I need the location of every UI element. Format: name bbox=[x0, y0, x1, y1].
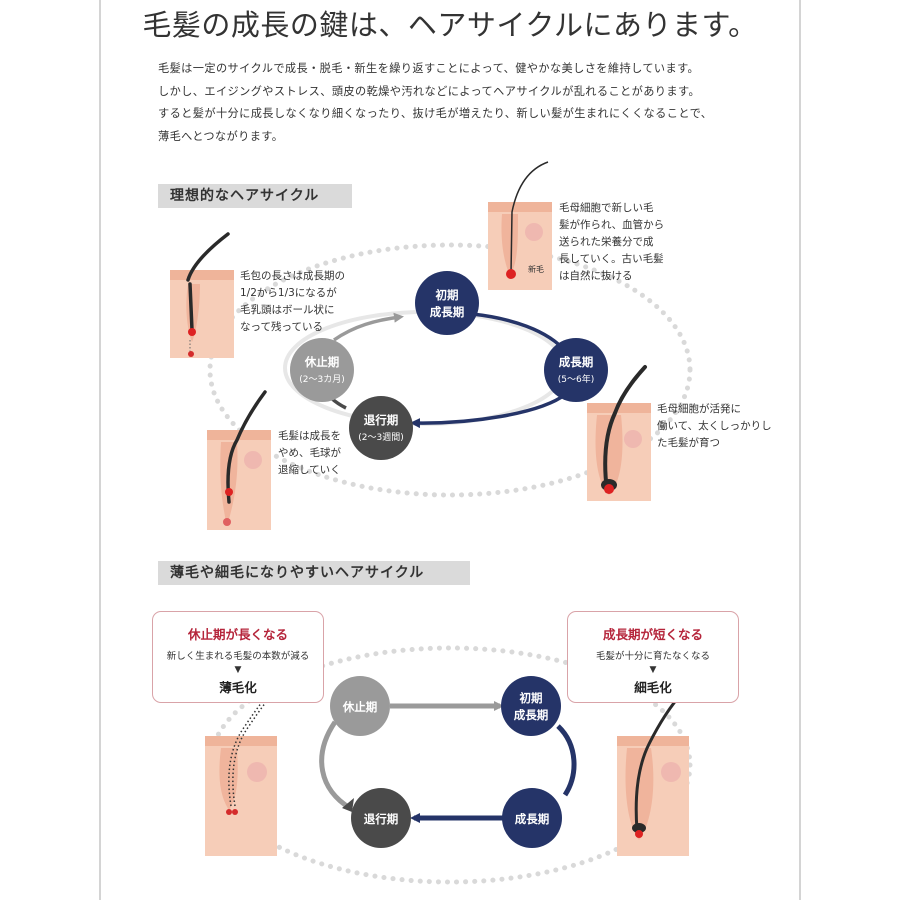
growth-phase-note: 毛母細胞が活発に 働いて、太くしっかりし た毛髪が育つ bbox=[657, 401, 772, 452]
note-line: た毛髪が育つ bbox=[657, 437, 720, 449]
note-line: 長していく。古い毛髪 bbox=[559, 253, 664, 265]
problem-arrow-regression-to-rest bbox=[319, 720, 352, 811]
note-line: 毛乳頭はボール状に bbox=[240, 304, 335, 316]
problem-stage-early-line1: 初期 bbox=[520, 691, 543, 705]
note-line: 1/2から1/3になるが bbox=[240, 287, 337, 299]
problem-stage-rest: 休止期 bbox=[330, 676, 390, 736]
problem-arrow-early-to-growth bbox=[556, 724, 577, 797]
callout-rest-longer: 休止期が長くなる 新しく生まれる毛髪の本数が減る ▼ 薄毛化 bbox=[152, 611, 324, 703]
note-line: は自然に抜ける bbox=[559, 270, 633, 282]
problem-stage-regression: 退行期 bbox=[351, 788, 411, 848]
early-phase-note: 毛母細胞で新しい毛 髪が作られ、血管から 送られた栄養分で成 長していく。古い毛… bbox=[559, 200, 664, 285]
problem-cycle-heading: 薄毛や細毛になりやすいヘアサイクル bbox=[158, 561, 470, 585]
intro-line: すると髪が十分に成長しなくなり細くなったり、抜け毛が増えたり、新しい髪が生まれに… bbox=[158, 107, 713, 120]
down-triangle-icon: ▼ bbox=[234, 665, 242, 675]
ideal-stage-early-line2: 成長期 bbox=[430, 305, 465, 319]
ideal-arrow-growth-to-regression bbox=[410, 392, 568, 429]
intro-line: 薄毛へとつながります。 bbox=[158, 129, 284, 143]
hair-follicle-growth-illustration bbox=[587, 365, 651, 501]
problem-arrow-head-dark bbox=[342, 798, 354, 812]
down-triangle-icon: ▼ bbox=[649, 665, 657, 675]
note-line: 毛母細胞で新しい毛 bbox=[559, 202, 654, 214]
problem-cycle-dotted-ring bbox=[207, 645, 693, 885]
problem-stage-regression-label: 退行期 bbox=[364, 812, 399, 826]
note-line: 働いて、太くしっかりし bbox=[657, 420, 772, 432]
page-border-right bbox=[799, 0, 801, 900]
problem-stage-growth-label: 成長期 bbox=[515, 812, 550, 826]
hair-follicle-rest-illustration bbox=[170, 232, 234, 358]
hair-follicle-thinning-illustration bbox=[205, 685, 280, 856]
callout-description: 新しく生まれる毛髪の本数が減る bbox=[166, 651, 310, 662]
ideal-arrow-rest-to-early bbox=[332, 312, 404, 342]
ideal-stage-regression: 退行期 (2〜3週間) bbox=[349, 396, 413, 460]
ideal-stage-growth-line2: (5〜6年) bbox=[558, 373, 594, 385]
note-line: 毛母細胞が活発に bbox=[657, 403, 741, 415]
callout-result: 細毛化 bbox=[634, 680, 672, 695]
ideal-cycle-dotted-ring bbox=[207, 242, 693, 498]
intro-paragraph: 毛髪は一定のサイクルで成長・脱毛・新生を繰り返すことによって、健やかな美しさを維… bbox=[158, 58, 798, 148]
hair-follicle-fine-illustration bbox=[617, 690, 689, 856]
ideal-stage-early-growth: 初期 成長期 bbox=[415, 271, 479, 335]
ideal-stage-early-line1: 初期 bbox=[436, 288, 459, 302]
callout-growth-shorter: 成長期が短くなる 毛髪が十分に育たなくなる ▼ 細毛化 bbox=[567, 611, 739, 703]
note-line: 毛包の長さは成長期の bbox=[240, 270, 345, 282]
callout-description: 毛髪が十分に育たなくなる bbox=[595, 651, 710, 662]
rest-phase-note: 毛包の長さは成長期の 1/2から1/3になるが 毛乳頭はボール状に なって残って… bbox=[240, 268, 345, 336]
ideal-stage-growth-line1: 成長期 bbox=[559, 355, 594, 369]
regression-phase-note: 毛髪は成長を やめ、毛球が 退縮していく bbox=[278, 428, 341, 479]
intro-line: 毛髪は一定のサイクルで成長・脱毛・新生を繰り返すことによって、健やかな美しさを維… bbox=[158, 62, 700, 75]
note-line: やめ、毛球が bbox=[278, 447, 341, 459]
problem-stage-growth: 成長期 bbox=[502, 788, 562, 848]
hair-follicle-regression-illustration bbox=[207, 390, 271, 530]
ideal-stage-rest-line2: (2〜3カ月) bbox=[299, 374, 344, 385]
ideal-cycle-heading: 理想的なヘアサイクル bbox=[158, 184, 352, 208]
note-line: 送られた栄養分で成 bbox=[559, 236, 654, 248]
problem-stage-early-growth: 初期 成長期 bbox=[501, 676, 561, 736]
callout-result: 薄毛化 bbox=[219, 680, 257, 695]
ideal-stage-rest-line1: 休止期 bbox=[304, 355, 340, 369]
new-hair-tag: 新毛 bbox=[528, 264, 544, 274]
intro-line: しかし、エイジングやストレス、頭皮の乾燥や汚れなどによってヘアサイクルが乱れるこ… bbox=[158, 84, 701, 98]
note-line: 髪が作られ、血管から bbox=[559, 219, 665, 231]
page-title: 毛髪の成長の鍵は、ヘアサイクルにあります。 bbox=[142, 8, 758, 42]
callout-title: 休止期が長くなる bbox=[187, 627, 288, 642]
page-border-left bbox=[99, 0, 101, 900]
hair-follicle-early-illustration: 新毛 bbox=[488, 161, 552, 290]
note-line: 退縮していく bbox=[278, 464, 341, 476]
note-line: 毛髪は成長を bbox=[278, 430, 341, 442]
note-line: なって残っている bbox=[240, 321, 323, 333]
ideal-stage-regression-line1: 退行期 bbox=[364, 413, 399, 427]
problem-stage-early-line2: 成長期 bbox=[514, 708, 549, 722]
callout-title: 成長期が短くなる bbox=[602, 627, 703, 642]
problem-stage-rest-label: 休止期 bbox=[342, 700, 378, 714]
ideal-stage-rest: 休止期 (2〜3カ月) bbox=[290, 338, 354, 402]
ideal-stage-regression-line2: (2〜3週間) bbox=[358, 432, 403, 443]
ideal-stage-growth: 成長期 (5〜6年) bbox=[544, 338, 608, 402]
